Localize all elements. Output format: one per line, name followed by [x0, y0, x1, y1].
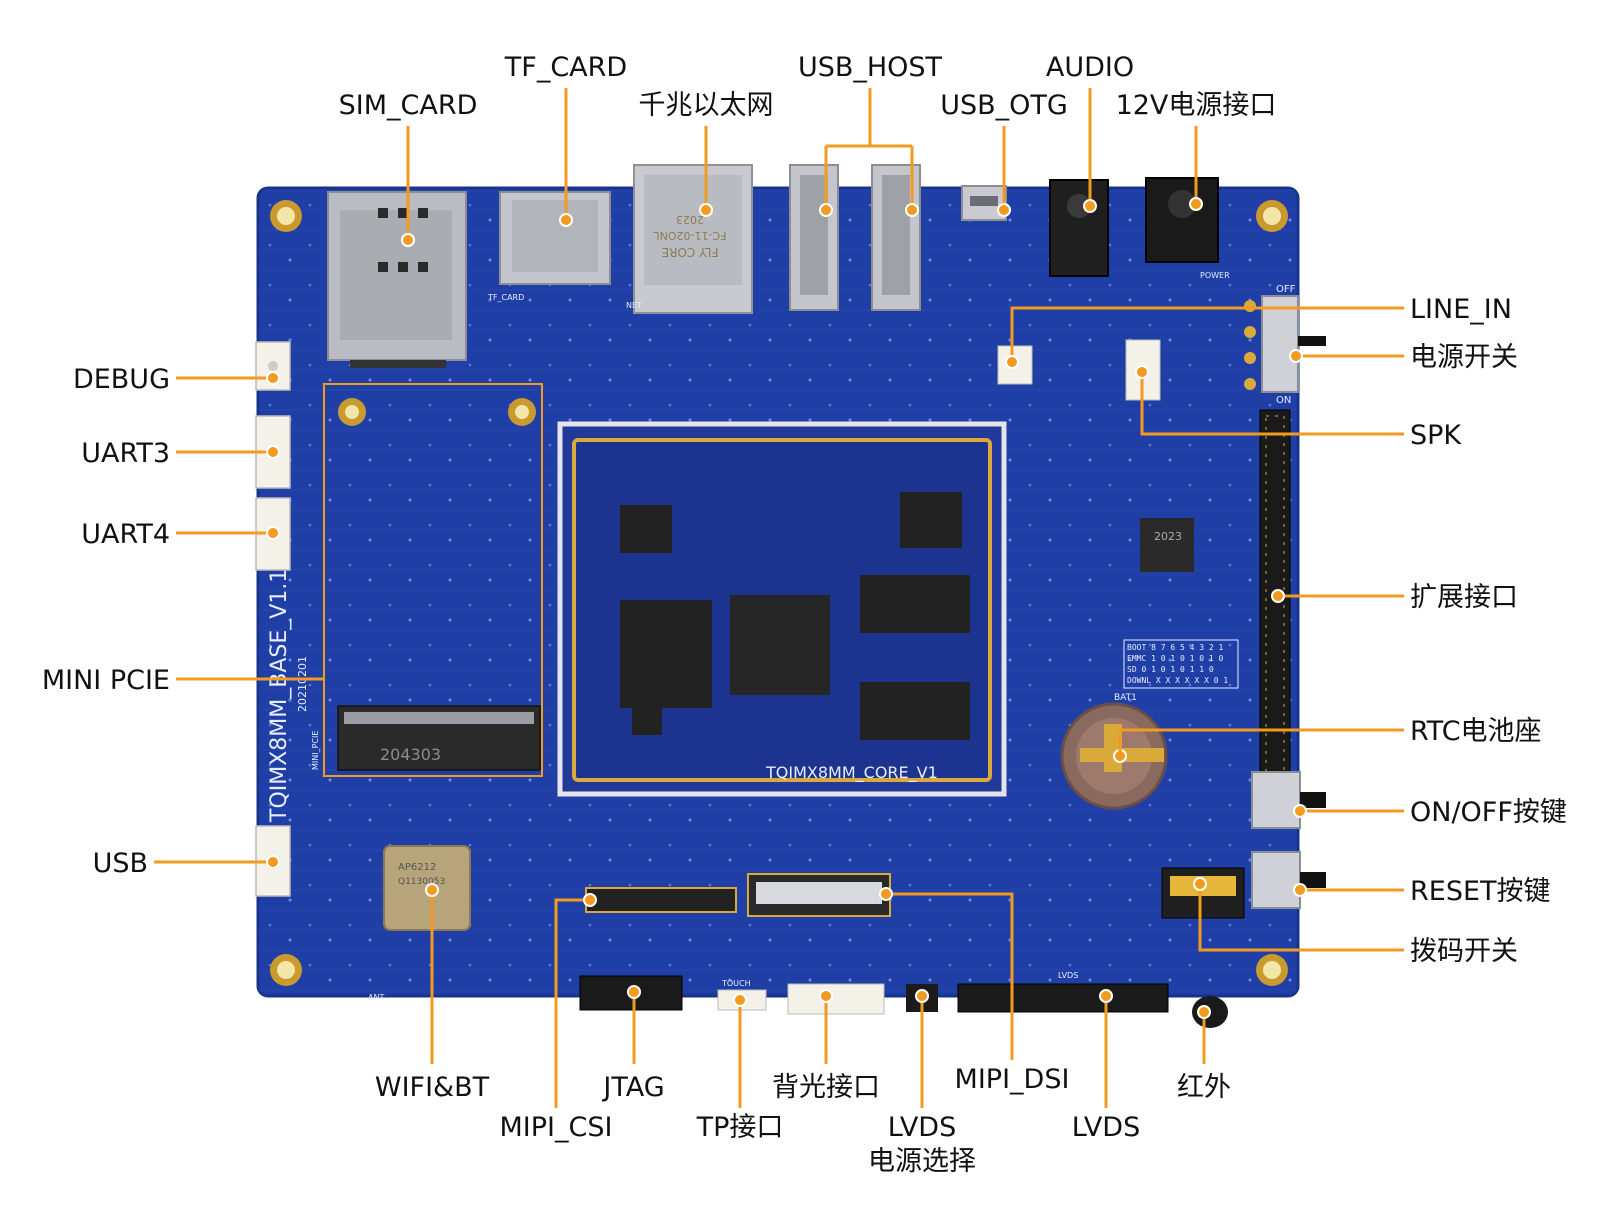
mounting-hole [270, 954, 302, 986]
leader-lines [154, 88, 1404, 1108]
backlight-connector [787, 983, 885, 1015]
svg-text:NET: NET [626, 301, 642, 310]
label-audio: AUDIO [1046, 52, 1134, 83]
label-wifi-bt: WIFI&BT [375, 1072, 490, 1103]
core-module: TQIMX8MM_CORE_V1 [557, 421, 1007, 797]
label-usb-otg: USB_OTG [940, 90, 1068, 121]
usb-host-ports [789, 164, 921, 311]
mipi-dsi-connector [747, 873, 891, 917]
svg-text:Q1130053: Q1130053 [398, 877, 445, 887]
svg-text:FLY CORE: FLY CORE [662, 245, 719, 259]
mounting-hole [270, 200, 302, 232]
label-uart4: UART4 [81, 519, 170, 550]
dip-switch [1161, 867, 1245, 919]
svg-text:BOOT 8 7 6 5 4 3 2 1: BOOT 8 7 6 5 4 3 2 1 [1127, 643, 1224, 652]
svg-text:TOUCH: TOUCH [721, 979, 751, 988]
label-uart3: UART3 [81, 438, 170, 469]
label-dip-switch: 拨码开关 [1410, 936, 1518, 967]
label-usb: USB [93, 848, 148, 879]
svg-text:DOWNL X X X X X X 0 1: DOWNL X X X X X X 0 1 [1127, 676, 1228, 685]
power-switch: OFF ON [1244, 284, 1326, 406]
label-mipi-dsi: MIPI_DSI [955, 1064, 1070, 1095]
svg-text:2023: 2023 [1154, 530, 1182, 543]
lvds-header: LVDS [957, 971, 1169, 1013]
label-infrared: 红外 [1177, 1072, 1231, 1103]
svg-text:FC-11-02ONL: FC-11-02ONL [653, 229, 727, 242]
svg-text:204303: 204303 [380, 745, 441, 764]
svg-text:LVDS: LVDS [1058, 971, 1078, 980]
label-mipi-csi: MIPI_CSI [500, 1112, 613, 1143]
reset-key [1251, 851, 1326, 909]
label-mini-pcie: MINI PCIE [42, 665, 170, 696]
label-tf-card: TF_CARD [504, 52, 627, 83]
label-line-in: LINE_IN [1410, 294, 1512, 325]
label-expansion: 扩展接口 [1410, 582, 1518, 613]
svg-text:ANT: ANT [368, 993, 384, 1002]
svg-text:TQIMX8MM_CORE_V1: TQIMX8MM_CORE_V1 [765, 763, 938, 783]
label-lvds-power-line2: 电源选择 [868, 1146, 976, 1177]
boot-table: BOOT 8 7 6 5 4 3 2 1 EMMC 1 0 1 0 1 0 1 … [1123, 639, 1239, 689]
svg-text:20210201: 20210201 [296, 656, 309, 712]
svg-text:TQIMX8MM_BASE_V1.1: TQIMX8MM_BASE_V1.1 [267, 569, 292, 823]
label-debug: DEBUG [73, 364, 170, 395]
svg-text:OFF: OFF [1276, 284, 1296, 295]
mounting-hole [1256, 200, 1288, 232]
label-backlight: 背光接口 [772, 1072, 880, 1103]
svg-text:TF_CARD: TF_CARD [487, 293, 524, 302]
label-jtag: JTAG [601, 1072, 664, 1103]
dc-power-jack: POWER [1145, 177, 1230, 280]
label-sim-card: SIM_CARD [339, 90, 478, 121]
label-on-off-key: ON/OFF按键 [1410, 797, 1567, 828]
pcb-board: TF_CARD FLY CORE FC-11-02ONL 2023 NET [255, 164, 1326, 1028]
svg-text:ON: ON [1276, 395, 1291, 406]
tf-card-slot: TF_CARD [487, 191, 611, 302]
mini-pcie-slot: 204303 MINI_PCIE [311, 383, 543, 777]
label-rtc-battery: RTC电池座 [1410, 716, 1542, 747]
svg-text:BAT1: BAT1 [1114, 693, 1137, 703]
mounting-hole [1256, 954, 1288, 986]
on-off-key [1251, 771, 1326, 829]
svg-text:MINI_PCIE: MINI_PCIE [311, 731, 320, 770]
label-power-switch: 电源开关 [1410, 342, 1518, 373]
svg-text:POWER: POWER [1200, 271, 1230, 280]
svg-text:SD 0 1 0 1 0 1 1 0: SD 0 1 0 1 0 1 1 0 [1127, 665, 1214, 674]
ethernet-jack: FLY CORE FC-11-02ONL 2023 NET [626, 164, 753, 314]
label-lvds: LVDS [1072, 1112, 1140, 1143]
label-tp: TP接口 [696, 1112, 784, 1143]
svg-text:AP6212: AP6212 [398, 862, 436, 873]
inductor: 2023 [1140, 518, 1194, 572]
label-reset-key: RESET按键 [1410, 876, 1551, 907]
mipi-csi-connector [585, 887, 737, 913]
label-power-12v: 12V电源接口 [1116, 90, 1277, 121]
svg-text:2023: 2023 [676, 213, 704, 226]
svg-text:EMMC 1 0 1 0 1 0 1 0: EMMC 1 0 1 0 1 0 1 0 [1127, 654, 1224, 663]
sim-card-slot [327, 191, 467, 368]
label-lvds-power-line1: LVDS [888, 1112, 956, 1143]
callout-labels: TF_CARD USB_HOST AUDIO SIM_CARD 千兆以太网 US… [42, 52, 1567, 1177]
audio-jack [1049, 179, 1109, 277]
label-spk: SPK [1410, 420, 1462, 451]
label-usb-host: USB_HOST [798, 52, 943, 83]
usb-otg-port [961, 185, 1007, 221]
label-gigabit-ethernet: 千兆以太网 [639, 90, 774, 121]
